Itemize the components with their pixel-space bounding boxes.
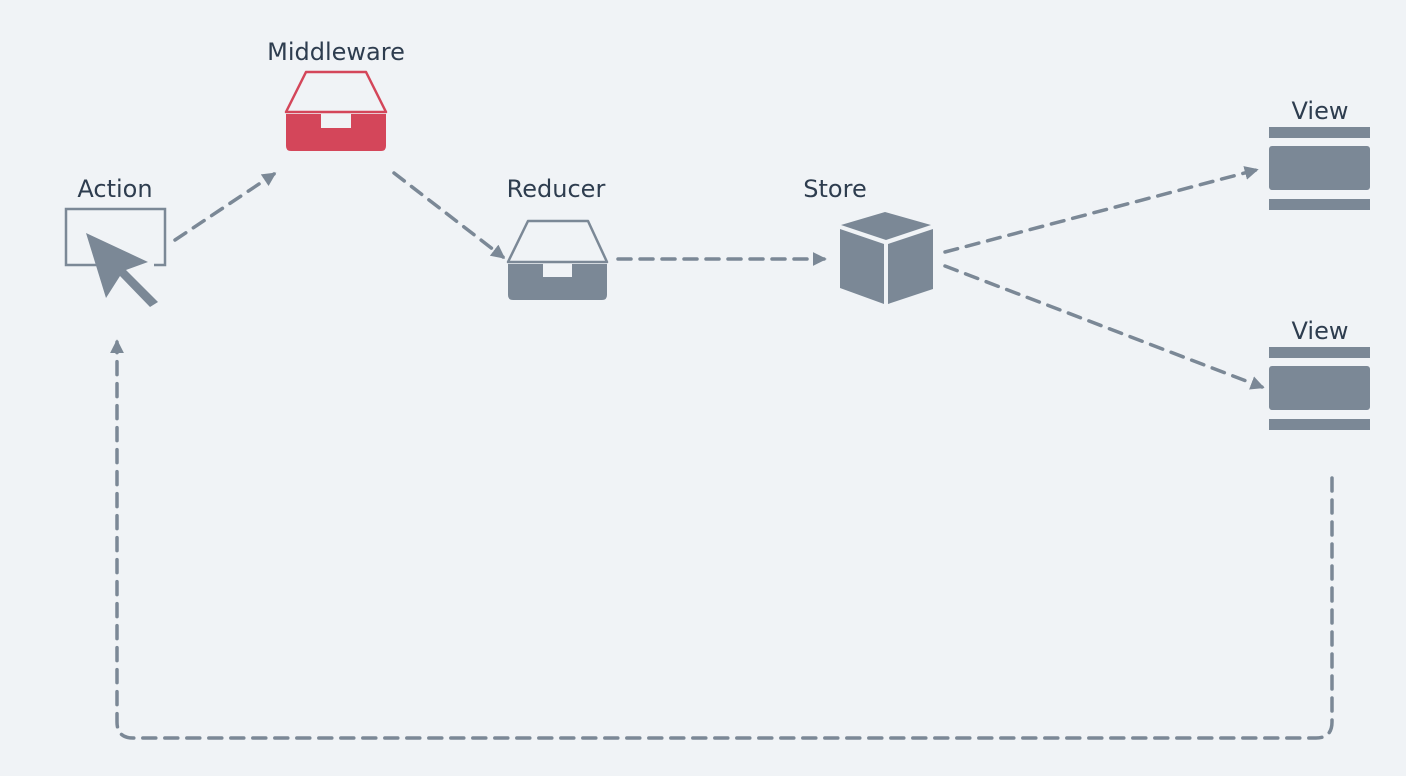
inbox-tray-icon [284, 70, 388, 151]
store-label: Store [803, 175, 866, 203]
view-top-label: View [1292, 97, 1349, 125]
action-label: Action [77, 175, 152, 203]
flow-arrows [110, 166, 1334, 740]
middleware-label: Middleware [267, 38, 405, 66]
arrow-store-to-view-top [943, 166, 1259, 254]
cursor-icon [64, 207, 167, 307]
reducer-node: Reducer [506, 175, 609, 300]
action-node: Action [64, 175, 167, 307]
arrow-view-back-to-action [110, 339, 1334, 740]
store-node: Store [803, 175, 933, 304]
view-list-icon [1269, 347, 1370, 430]
inbox-tray-icon [506, 219, 609, 300]
view-top-node: View [1269, 97, 1370, 210]
reducer-label: Reducer [507, 175, 606, 203]
middleware-node: Middleware [267, 38, 405, 151]
arrow-action-to-middleware [173, 172, 277, 242]
arrow-middleware-to-reducer [392, 171, 506, 259]
arrow-store-to-view-bottom [943, 264, 1265, 390]
view-bottom-label: View [1292, 317, 1349, 345]
view-bottom-node: View [1269, 317, 1370, 430]
cube-icon [840, 212, 933, 304]
view-list-icon [1269, 127, 1370, 210]
